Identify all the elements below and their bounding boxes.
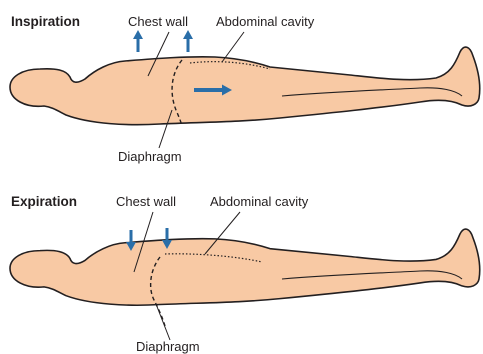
diaphragm-leader	[156, 304, 170, 340]
body-silhouette	[10, 229, 480, 305]
diaphragm-label: Diaphragm	[118, 149, 182, 164]
arrow-up-icon	[183, 30, 193, 52]
abdominal-cavity-label: Abdominal cavity	[216, 14, 315, 29]
inspiration-panel: Inspiration Chest wall Abdominal cavity …	[10, 14, 480, 164]
diaphragm-label: Diaphragm	[136, 339, 200, 354]
abdominal-cavity-leader	[222, 32, 244, 62]
panel-title: Expiration	[11, 194, 77, 209]
chest-wall-label: Chest wall	[128, 14, 188, 29]
abdominal-cavity-label: Abdominal cavity	[210, 194, 309, 209]
chest-wall-label: Chest wall	[116, 194, 176, 209]
panel-title: Inspiration	[11, 14, 80, 29]
expiration-panel: Expiration Chest wall Abdominal cavity D…	[10, 194, 480, 354]
body-silhouette	[10, 47, 480, 125]
arrow-up-icon	[133, 30, 143, 52]
